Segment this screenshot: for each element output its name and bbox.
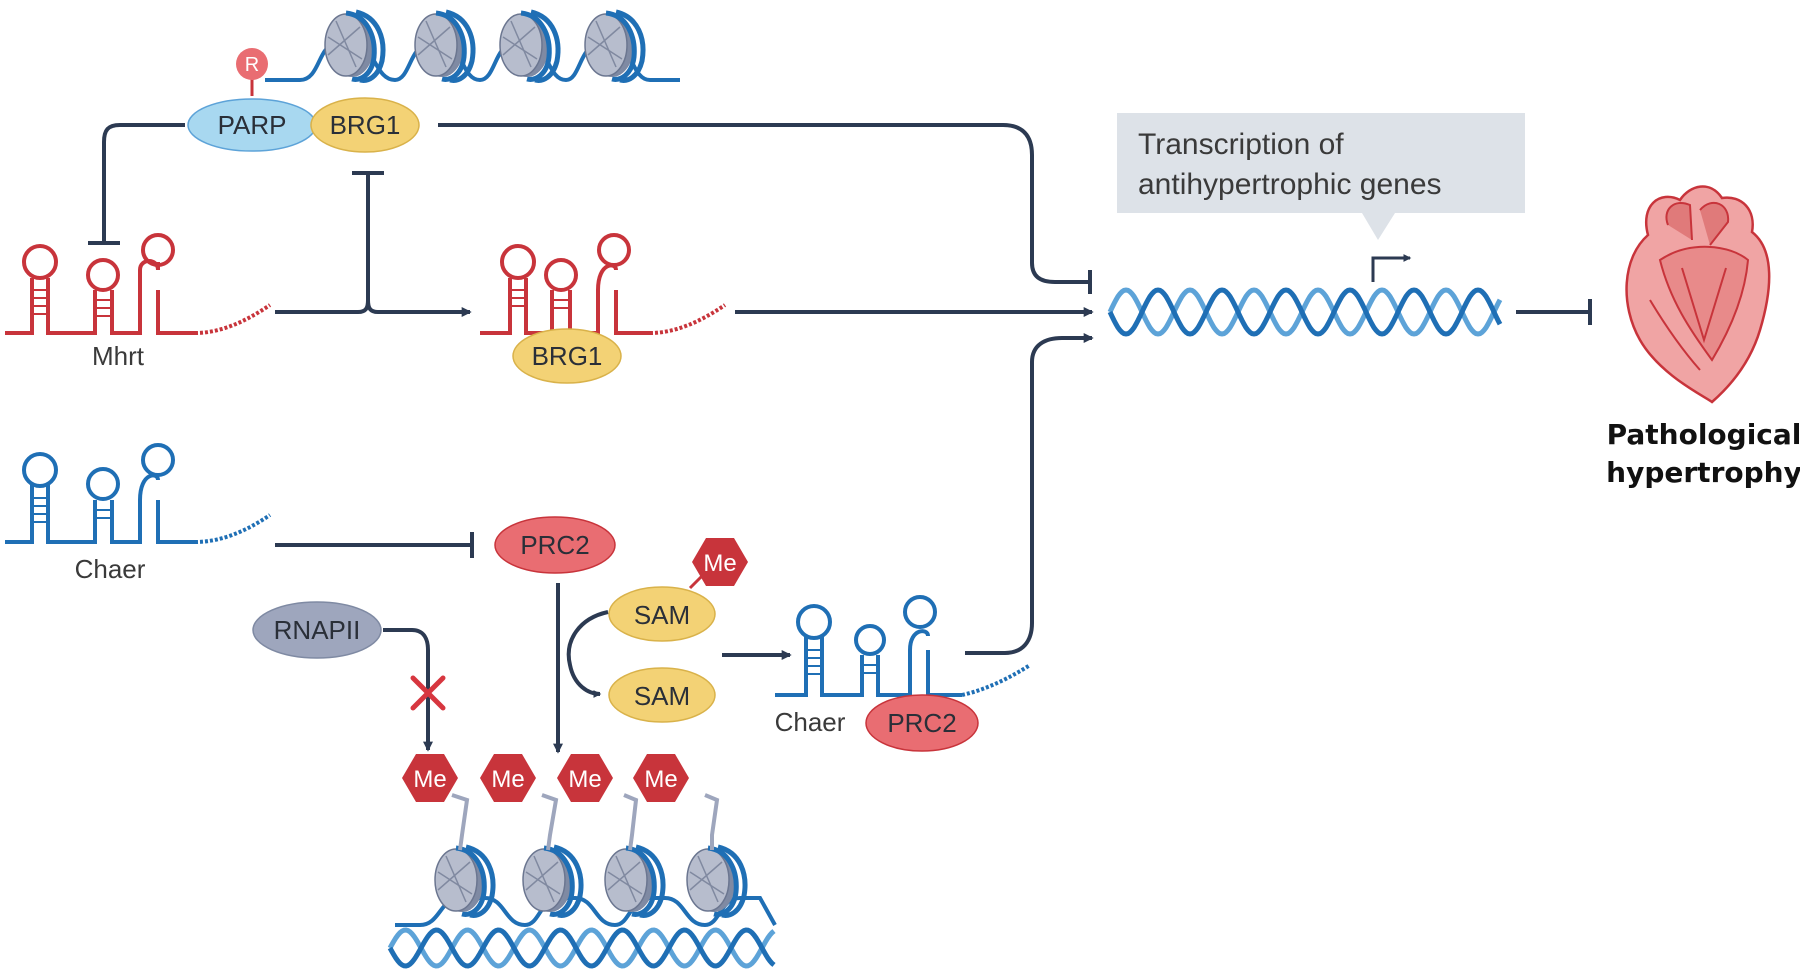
prc2-protein-bound	[865, 694, 979, 752]
callout-box	[1117, 113, 1525, 240]
arrow-chaer-prc2-to-dna	[965, 333, 1094, 655]
chaer-prc2-complex: PRC2	[775, 595, 1032, 752]
connectors	[88, 123, 1592, 754]
transcription-callout: Transcription of antihypertrophic genes	[1117, 113, 1525, 240]
callout-line-2: antihypertrophic genes	[1138, 168, 1442, 201]
arrow-rnapii-blocked	[383, 628, 433, 752]
methyl-label: Me	[568, 766, 601, 793]
inhibit-line-brg1-dna	[438, 123, 1090, 284]
dna-strand	[387, 927, 776, 969]
prc2-protein	[494, 516, 616, 574]
arrow-sam-cycle	[566, 610, 609, 698]
parp-brg1-complex: R PARP BRG1	[187, 48, 420, 153]
brg1-protein-top	[310, 97, 420, 153]
heart-icon	[1625, 185, 1771, 404]
top-chromatin	[265, 12, 680, 80]
mhrt-rna-rungs	[32, 289, 112, 317]
nucleosome	[325, 12, 383, 80]
outcome-line-2: hypertrophy	[1606, 456, 1800, 489]
mhrt-brg1-complex: BRG1	[480, 233, 727, 384]
methyl-label-sam: Me	[703, 550, 736, 577]
dna-strand	[1107, 287, 1503, 337]
nucleosome	[500, 12, 558, 80]
brg1-label-bound: BRG1	[532, 341, 603, 371]
prc2-label-bound: PRC2	[887, 708, 956, 738]
sam-label-2: SAM	[634, 681, 690, 711]
parp-label: PARP	[218, 110, 287, 140]
blocked-x-icon	[410, 675, 446, 711]
chaer-label-top: Chaer	[75, 554, 146, 584]
arrow-mhrt-to-brg1	[275, 299, 472, 317]
sam-protein-1	[608, 586, 716, 642]
dna-helix-bottom	[387, 927, 776, 969]
rnapii-protein	[252, 601, 382, 659]
inhibit-line-parp-mhrt	[102, 123, 185, 243]
ribosylation-mark	[236, 48, 268, 80]
methyl-label: Me	[413, 766, 446, 793]
ribosylation-label: R	[245, 54, 259, 76]
nucleosome	[523, 847, 581, 915]
sam-methyl-donor: Me SAM	[608, 538, 748, 642]
brg1-protein-bound	[512, 328, 622, 384]
sam-label-1: SAM	[634, 600, 690, 630]
prc2-label: PRC2	[520, 530, 589, 560]
rnapii-label: RNAPII	[274, 615, 361, 645]
nucleosome	[687, 847, 745, 915]
chaer-label-complex: Chaer	[775, 707, 846, 737]
nucleosome	[605, 847, 663, 915]
methyl-label: Me	[491, 766, 524, 793]
outcome-line-1: Pathological	[1607, 418, 1800, 451]
callout-line-1: Transcription of	[1138, 128, 1344, 161]
nucleosome	[435, 847, 493, 915]
tss-arrow	[1371, 254, 1412, 282]
bottom-chromatin	[395, 754, 777, 928]
dna-strand	[387, 927, 776, 969]
dna-helix-target	[1107, 287, 1503, 337]
brg1-label-top: BRG1	[330, 110, 401, 140]
mhrt-label: Mhrt	[92, 341, 145, 371]
sam-protein-2	[608, 667, 716, 723]
chaer-rna	[5, 443, 272, 544]
mhrt-rna	[5, 233, 272, 336]
methyl-label: Me	[644, 766, 677, 793]
